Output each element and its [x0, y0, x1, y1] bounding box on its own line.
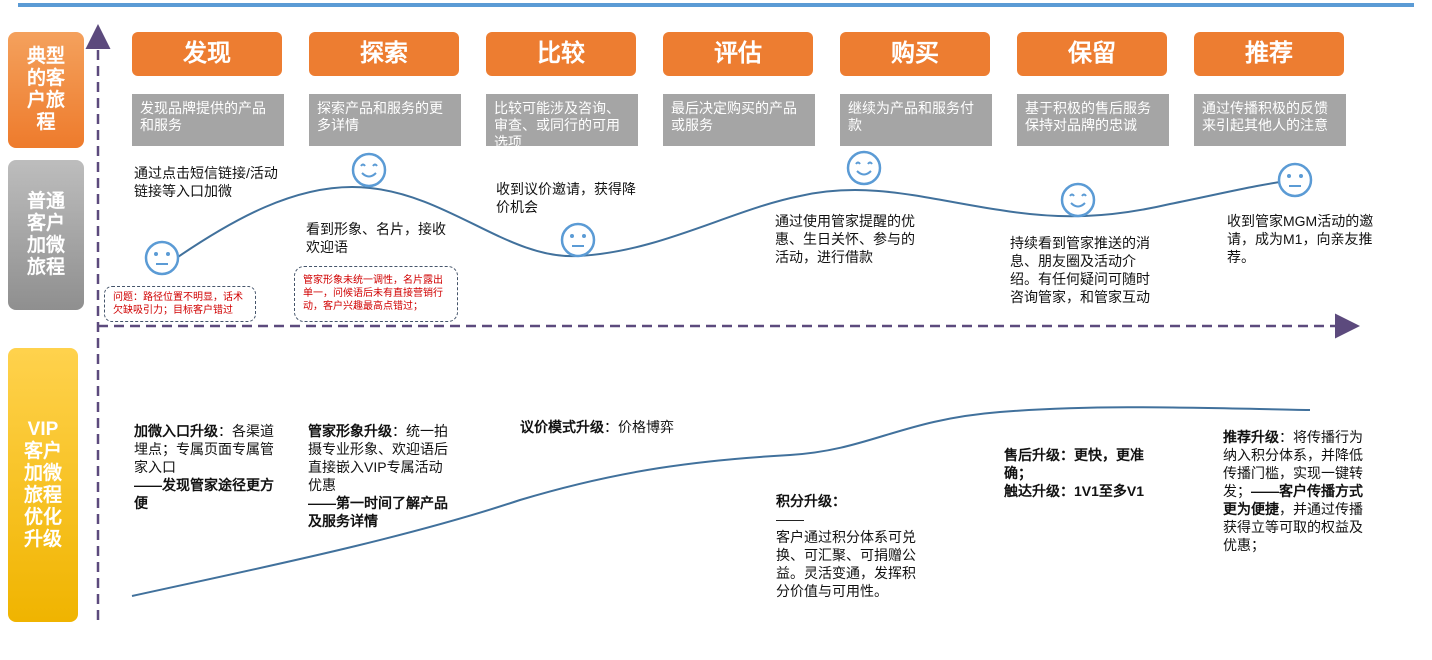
- vip-note-body: ：统一拍摄专业形象、欢迎语后直接嵌入VIP专属活动优惠: [308, 423, 448, 493]
- stage-recommend: 推荐: [1194, 32, 1344, 76]
- vip-row-label: VIP 客户 加微 旅程 优化 升级: [8, 348, 78, 622]
- stage-desc-explore: 探索产品和服务的更多详情: [309, 94, 461, 146]
- normal-note-discover: 通过点击短信链接/活动链接等入口加微: [134, 165, 278, 199]
- stage-desc-compare: 比较可能涉及咨询、审查、或同行的可用选项: [486, 94, 638, 150]
- vip-note-head: 议价模式升级: [520, 419, 604, 435]
- stage-desc-discover: 发现品牌提供的产品和服务: [132, 94, 284, 146]
- neutral-face-icon: [144, 240, 180, 276]
- vip-note-tail: ——第一时间了解产品及服务详情: [308, 495, 448, 529]
- vip-note-body: ：价格博弈: [604, 419, 674, 435]
- vip-note-tail-bold: ——客户传播方式更为便捷: [1223, 483, 1363, 517]
- vip-note-recommend: 推荐升级：将传播行为纳入积分体系，并降低传播门槛，实现一键转发；——客户传播方式…: [1223, 428, 1367, 554]
- stage-evaluate: 评估: [663, 32, 813, 76]
- journey-row-label: 典型 的客 户旅 程: [8, 32, 84, 148]
- neutral-face-icon: [560, 222, 596, 258]
- vip-note-tail: ——发现管家途径更方便: [134, 477, 274, 511]
- vip-note-purchase: 积分升级： —— 客户通过积分体系可兑换、可汇聚、可捐赠公益。灵活变通，发挥积分…: [776, 474, 918, 600]
- vip-note-compare: 议价模式升级：价格博弈: [520, 418, 720, 436]
- vip-note-discover: 加微入口升级：各渠道埋点；专属页面专属管家入口——发现管家途径更方便: [134, 422, 274, 512]
- stage-purchase: 购买: [840, 32, 990, 76]
- issue-callout-discover: 问题：路径位置不明显，话术欠缺吸引力；目标客户错过: [104, 286, 256, 322]
- normal-journey-curve: [161, 179, 1296, 269]
- top-accent-bar: [18, 3, 1414, 7]
- vip-note-head: 加微入口升级: [134, 423, 218, 439]
- stage-desc-retain: 基于积极的售后服务保持对品牌的忠诚: [1017, 94, 1169, 146]
- happy-face-icon: [1060, 182, 1096, 218]
- normal-row-label: 普通 客户 加微 旅程: [8, 160, 84, 310]
- happy-face-icon: [846, 150, 882, 186]
- vip-note-body: —— 客户通过积分体系可兑换、可汇聚、可捐赠公益。灵活变通，发挥积分价值与可用性…: [776, 511, 916, 599]
- vip-note-body: ：将传播行为纳入积分体系，并降低传播门槛，实现一键转发；: [1223, 429, 1363, 499]
- vip-note-tail: ，并通过传播获得立等可取的权益及优惠；: [1223, 501, 1363, 553]
- stage-retain: 保留: [1017, 32, 1167, 76]
- stage-compare: 比较: [486, 32, 636, 76]
- stage-explore: 探索: [309, 32, 459, 76]
- stage-desc-recommend: 通过传播积极的反馈来引起其他人的注意: [1194, 94, 1346, 146]
- neutral-face-icon: [1277, 162, 1313, 198]
- normal-note-explore: 看到形象、名片，接收欢迎语: [306, 221, 446, 255]
- normal-note-purchase: 通过使用管家提醒的优惠、生日关怀、参与的活动，进行借款: [775, 213, 915, 265]
- vip-note-explore: 管家形象升级：统一拍摄专业形象、欢迎语后直接嵌入VIP专属活动优惠——第一时间了…: [308, 422, 454, 530]
- stage-desc-evaluate: 最后决定购买的产品或服务: [663, 94, 815, 146]
- normal-note-recommend: 收到管家MGM活动的邀请，成为M1，向亲友推荐。: [1227, 213, 1374, 265]
- stage-desc-purchase: 继续为产品和服务付款: [840, 94, 992, 146]
- vip-note-retain: 售后升级：更快，更准确； 触达升级：1V1至多V1: [1004, 428, 1164, 500]
- stage-discover: 发现: [132, 32, 282, 76]
- vip-journey-curve: [131, 406, 1311, 597]
- vip-note-head: 推荐升级: [1223, 429, 1279, 445]
- vip-note-head: 管家形象升级: [308, 423, 392, 439]
- issue-callout-explore: 管家形象未统一调性，名片露出单一，问候语后未有直接营销行动，客户兴趣最高点错过；: [294, 266, 458, 322]
- normal-note-compare: 收到议价邀请，获得降价机会: [496, 181, 636, 215]
- vip-note-body: ：各渠道埋点；专属页面专属管家入口: [134, 423, 274, 475]
- normal-note-retain: 持续看到管家推送的消息、朋友圈及活动介绍。有任何疑问可随时咨询管家，和管家互动: [1010, 235, 1150, 305]
- vip-note-head: 售后升级：更快，更准确； 触达升级：1V1至多V1: [1004, 447, 1145, 499]
- happy-face-icon: [351, 152, 387, 188]
- vip-note-head: 积分升级：: [776, 493, 846, 509]
